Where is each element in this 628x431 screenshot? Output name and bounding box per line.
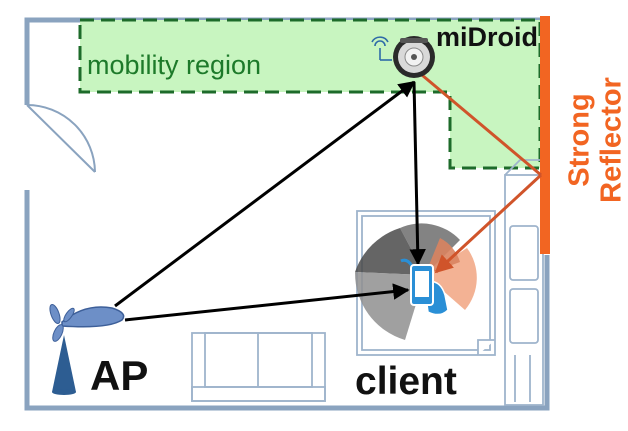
strong-reflector <box>540 16 550 254</box>
dresser <box>504 159 544 406</box>
path-robot-to-client <box>409 81 426 266</box>
reflector-label-line1: Strong <box>563 93 596 187</box>
access-point-label: AP <box>90 352 149 399</box>
path-reflector-to-client <box>434 173 543 274</box>
path-ap-to-robot <box>114 80 416 308</box>
path-robot-to-reflector <box>415 68 542 177</box>
phone-icon <box>410 264 434 306</box>
door <box>26 104 96 173</box>
reflected-paths <box>415 68 543 274</box>
ap-sidelobes <box>49 304 75 342</box>
ap-beam <box>61 306 125 328</box>
sofa <box>191 332 326 402</box>
reflector-label-line2: Reflector <box>596 77 628 203</box>
robot-icon <box>393 36 435 78</box>
path-ap-to-client <box>124 283 410 322</box>
antenna-icon <box>52 335 76 395</box>
robot-label: miDroid <box>436 22 539 52</box>
direct-paths <box>114 80 426 322</box>
client-label: client <box>355 360 457 403</box>
mobility-region-label: mobility region <box>87 50 262 80</box>
wifi-icon <box>371 36 392 61</box>
